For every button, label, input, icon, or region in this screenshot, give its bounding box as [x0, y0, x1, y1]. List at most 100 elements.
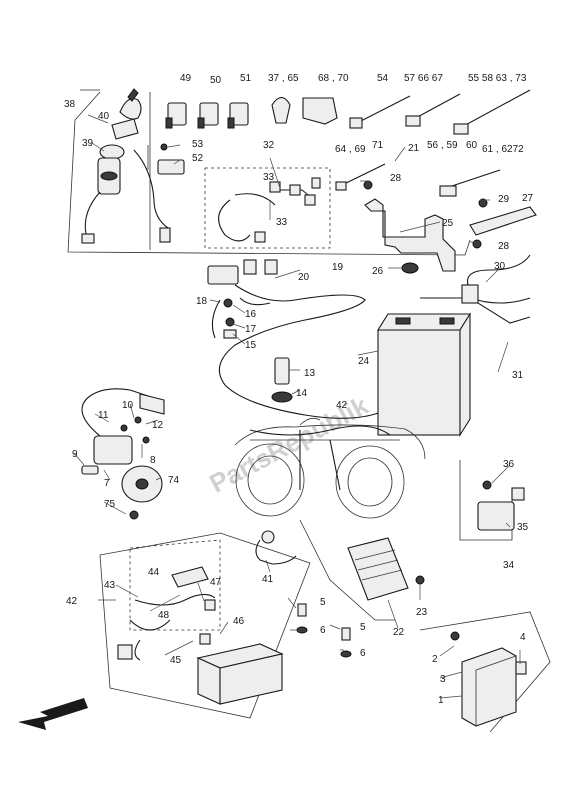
- cable-tie-54: [349, 95, 411, 129]
- label-34: 34: [503, 560, 515, 571]
- label-64-69: 64 , 69: [335, 144, 366, 155]
- ignition-coil-7: [81, 388, 165, 465]
- harness-wires: [129, 593, 216, 661]
- label-24: 24: [358, 356, 370, 367]
- clamp-68: [302, 97, 338, 125]
- label-44: 44: [148, 567, 160, 578]
- cable-tie-55: [453, 89, 531, 135]
- clip-56: [439, 169, 501, 197]
- label-26: 26: [372, 266, 384, 277]
- label-6a: 6: [320, 625, 326, 636]
- label-9: 9: [72, 449, 78, 460]
- plug-9: [81, 465, 99, 475]
- connector-45: [199, 633, 211, 645]
- label-25: 25: [442, 218, 454, 229]
- label-5a: 5: [320, 597, 326, 608]
- label-1: 1: [438, 695, 444, 706]
- battery-24: [377, 312, 471, 437]
- label-35: 35: [517, 522, 529, 533]
- ignition-switch: [81, 144, 125, 244]
- label-31: 31: [512, 370, 524, 381]
- label-43: 43: [104, 580, 116, 591]
- lead-wire-20: [207, 259, 396, 419]
- bracket-27: [469, 198, 537, 249]
- label-51: 51: [240, 73, 252, 84]
- label-42b: 42: [66, 596, 78, 607]
- label-55-58-63-73: 55 58 63 , 73: [468, 73, 527, 84]
- label-19: 19: [332, 262, 344, 273]
- label-7: 7: [104, 478, 110, 489]
- label-11: 11: [98, 410, 109, 421]
- bolt-23: [415, 575, 425, 585]
- label-60: 60: [466, 140, 478, 151]
- bolt-75: [129, 510, 139, 520]
- label-30: 30: [494, 261, 506, 272]
- label-12: 12: [152, 420, 164, 431]
- label-18: 18: [196, 296, 208, 307]
- label-6b: 6: [360, 648, 366, 659]
- label-39: 39: [82, 138, 94, 149]
- switch-5a: [296, 603, 308, 634]
- bolt-10: [134, 416, 142, 424]
- label-40: 40: [98, 111, 110, 122]
- connector-42: [117, 644, 133, 660]
- label-28b: 28: [498, 241, 510, 252]
- label-32: 32: [263, 140, 275, 151]
- bracket-ticks: [80, 89, 149, 170]
- label-50: 50: [210, 75, 222, 86]
- connector-44: [171, 566, 209, 588]
- relay-51: [227, 102, 249, 129]
- connector-small: [159, 227, 171, 243]
- group-box-43: [129, 539, 221, 631]
- cable-tie-57: [405, 93, 461, 127]
- clip-37: [271, 96, 291, 124]
- label-53: 53: [192, 139, 204, 150]
- label-38: 38: [64, 99, 76, 110]
- label-4: 4: [520, 632, 526, 643]
- label-56-59: 56 , 59: [427, 140, 458, 151]
- label-47: 47: [210, 577, 222, 588]
- relay-50: [197, 102, 219, 129]
- label-3: 3: [440, 674, 446, 685]
- label-21: 21: [408, 143, 420, 154]
- label-71: 71: [372, 140, 384, 151]
- label-29: 29: [498, 194, 510, 205]
- sensor-41: [255, 530, 297, 565]
- label-5b: 5: [360, 622, 366, 633]
- group-box-42: [99, 532, 311, 719]
- switch-wire: [133, 149, 169, 229]
- label-42a: 42: [336, 400, 348, 411]
- label-8: 8: [150, 455, 156, 466]
- label-15: 15: [245, 340, 257, 351]
- label-14: 14: [296, 388, 308, 399]
- label-23: 23: [416, 607, 428, 618]
- label-68-70: 68 , 70: [318, 73, 349, 84]
- label-41: 41: [262, 574, 274, 585]
- label-75: 75: [104, 499, 116, 510]
- bolt-11: [120, 424, 128, 432]
- label-74: 74: [168, 475, 180, 486]
- main-switch: [111, 88, 142, 140]
- label-22: 22: [393, 627, 405, 638]
- label-33b: 33: [276, 217, 288, 228]
- label-17: 17: [245, 324, 257, 335]
- label-48: 48: [158, 610, 170, 621]
- cover-30: [461, 284, 479, 304]
- atv-silhouette: [234, 417, 426, 519]
- label-61-6272: 61 , 6272: [482, 144, 524, 155]
- starter-relay-35: [477, 480, 525, 531]
- connector-47: [204, 599, 216, 611]
- group-bracket-cdi: [419, 611, 551, 733]
- label-57-66-67: 57 66 67: [404, 73, 443, 84]
- label-45: 45: [170, 655, 182, 666]
- label-54: 54: [377, 73, 389, 84]
- fuse-13: [271, 357, 293, 403]
- label-37-65: 37 , 65: [268, 73, 299, 84]
- ecu-box-46: [196, 643, 284, 705]
- leader-lines: [73, 114, 521, 699]
- label-46: 46: [233, 616, 245, 627]
- group-box-leads: [204, 167, 331, 249]
- label-28a: 28: [390, 173, 402, 184]
